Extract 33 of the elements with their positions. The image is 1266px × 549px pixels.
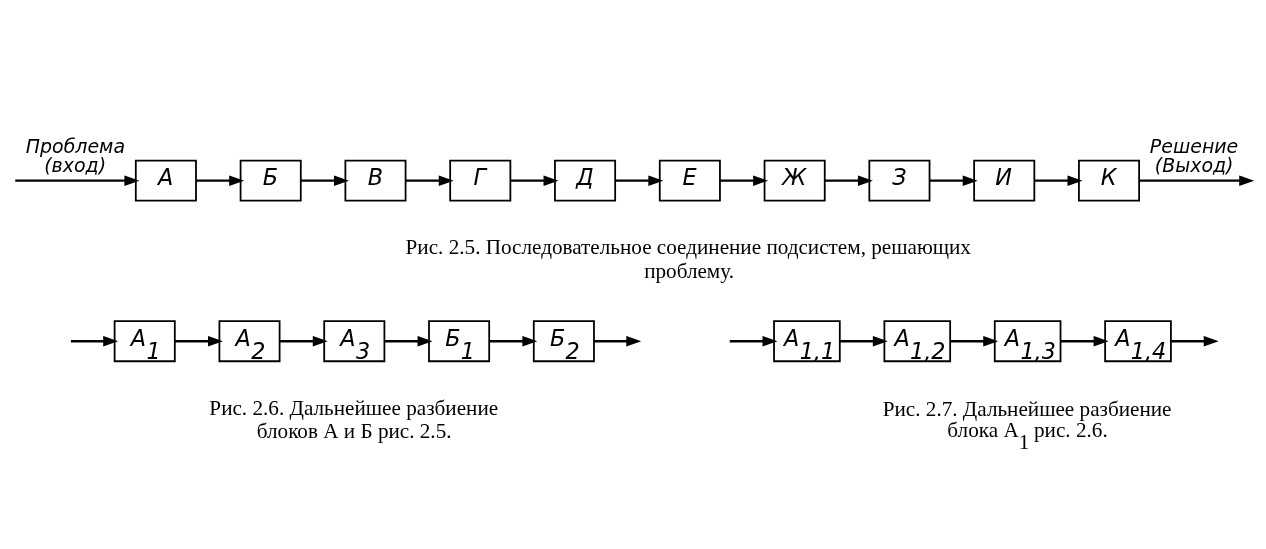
edge-label: Проблема (вход) — [25, 134, 126, 176]
arrow — [824, 174, 873, 186]
node-box: И — [973, 159, 1036, 202]
arrow — [70, 335, 119, 346]
arrow — [196, 174, 245, 186]
arrow — [405, 174, 454, 186]
node-box: Е — [658, 159, 721, 202]
label: Рис. 2.5. Последовательное соединение подсистем, решающих проблему. — [405, 234, 971, 283]
arrow — [510, 174, 559, 186]
arrow — [950, 335, 999, 346]
arrow — [301, 174, 349, 186]
node-box: В — [344, 159, 407, 202]
label: Рис. 2.6. Дальнейшее разбиение блоков А и Б рис. 2.5. — [209, 395, 499, 443]
node-box: Б — [239, 159, 302, 202]
edge-label: Решение (Выход) — [1149, 134, 1239, 176]
node-box: К — [1078, 159, 1140, 202]
arrow — [929, 174, 978, 186]
arrow — [840, 335, 888, 346]
arrow — [1060, 335, 1109, 346]
arrow — [384, 335, 433, 346]
arrow — [279, 335, 328, 346]
arrow — [175, 335, 223, 346]
node-box: Ж — [763, 159, 826, 202]
arrow — [489, 335, 538, 346]
arrow — [615, 174, 664, 186]
arrow — [720, 174, 769, 186]
node-box: Г — [449, 159, 512, 202]
node-box: З — [868, 159, 931, 202]
node-box: Д — [554, 159, 617, 202]
node-box: А — [134, 159, 197, 202]
arrow — [729, 335, 778, 346]
arrow — [1034, 174, 1083, 186]
arrow — [15, 174, 140, 186]
